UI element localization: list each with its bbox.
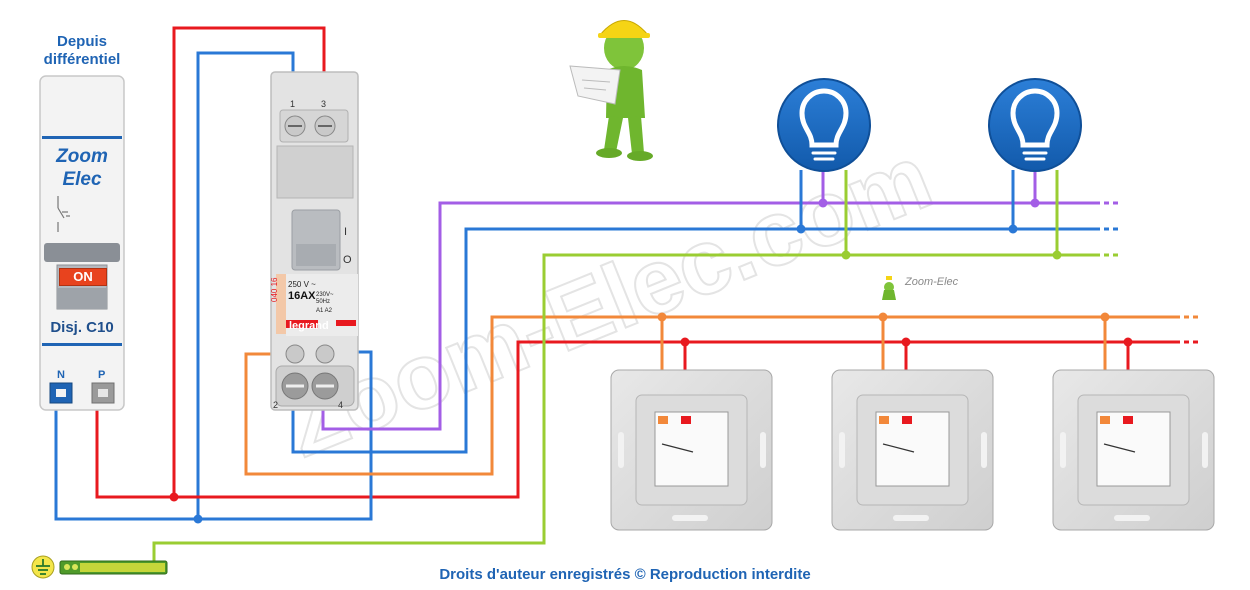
relay-model: 040 16	[270, 277, 279, 302]
circuit-breaker	[39, 75, 125, 411]
wire-neutral-lamps	[198, 350, 373, 521]
copyright-notice: Droits d'auteur enregistrés © Reproducti…	[439, 566, 811, 583]
worker-figure-icon	[569, 20, 653, 161]
wire-control	[244, 315, 1175, 476]
relay-terminal-4: 4	[338, 400, 344, 410]
terminal-n-label: N	[57, 369, 65, 381]
relay-brand: legrand	[289, 320, 329, 332]
source-title-text: Depuis différentiel	[43, 33, 121, 68]
breaker-symbol-icon	[57, 196, 70, 232]
source-title: Depuis différentiel	[22, 33, 142, 69]
push-button-2	[831, 369, 994, 531]
wire-neutral-relay	[54, 51, 295, 521]
watermark-small: Zoom-Elec	[905, 276, 959, 288]
junction-dots	[169, 198, 1133, 524]
wire-lamp-return	[321, 201, 1095, 431]
lamp-1	[777, 78, 871, 172]
relay-terminal-2: 2	[273, 400, 279, 410]
push-button-1	[610, 369, 773, 531]
ground-icon	[36, 559, 50, 575]
wire-earth	[152, 253, 1095, 562]
push-button-3	[1052, 369, 1215, 531]
impulse-relay	[270, 71, 359, 411]
relay-coil-spec: 230V~ 50Hz	[316, 292, 334, 305]
relay-rating: 16AX	[288, 290, 316, 302]
zoom-elec-logo-icon	[882, 276, 896, 300]
wire-phase-relay	[95, 26, 326, 499]
wire-phase-switches	[174, 340, 1175, 499]
breaker-on-indicator: ON	[59, 268, 107, 286]
relay-position-off: O	[343, 254, 352, 266]
breaker-brand: Zoom Elec	[40, 145, 124, 191]
relay-position-on: I	[344, 226, 348, 238]
lamp-2	[988, 78, 1082, 172]
relay-terminal-3: 3	[321, 99, 327, 109]
relay-contacts: A1 A2	[316, 308, 333, 314]
breaker-brand-text: Zoom Elec	[56, 146, 108, 190]
earth-bar	[31, 555, 168, 579]
relay-terminal-1: 1	[290, 99, 296, 109]
relay-spec-voltage: 250 V ~	[288, 280, 316, 289]
terminal-p-label: P	[98, 369, 106, 381]
breaker-name: Disj. C10	[50, 319, 114, 336]
light-bulb-icon	[799, 88, 849, 161]
light-bulb-icon	[1010, 88, 1060, 161]
